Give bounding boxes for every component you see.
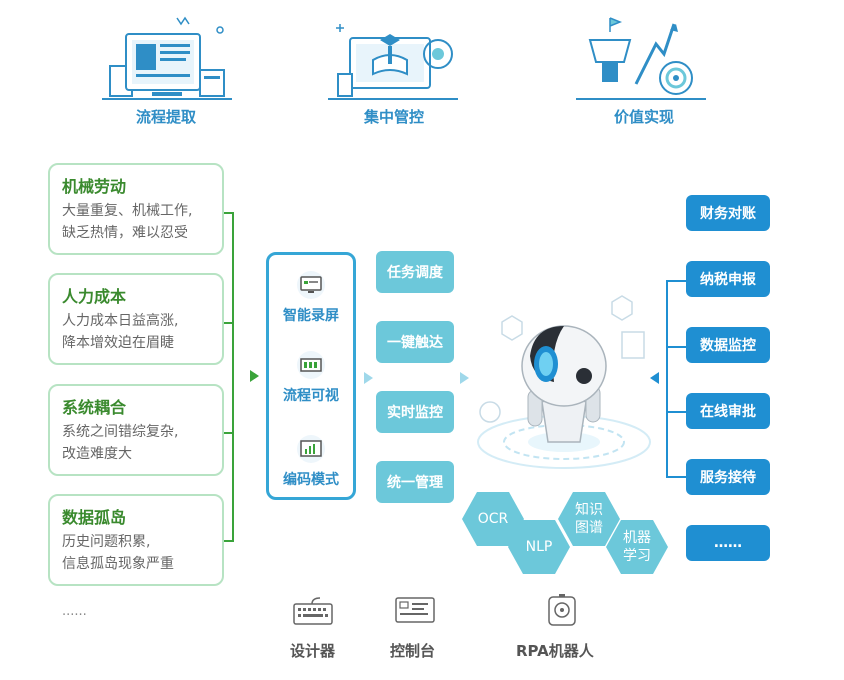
- screen-record-icon: [297, 271, 325, 299]
- pain-card-line: 历史问题积累,: [62, 534, 151, 550]
- pain-card-coupling: 系统耦合 系统之间错综复杂, 改造难度大: [48, 384, 224, 476]
- pain-card-labor-cost: 人力成本 人力成本日益高涨, 降本增效迫在眉睫: [48, 273, 224, 365]
- arrow-right-light-icon: [364, 372, 373, 384]
- task-bracket-vertical: [666, 280, 668, 478]
- tool-label: 流程可视: [283, 388, 339, 404]
- monitor-graduation-icon: [318, 14, 468, 104]
- pain-card-line: 大量重复、机械工作,: [62, 203, 193, 219]
- trophy-target-icon: [566, 14, 716, 104]
- pain-card-title: 系统耦合: [62, 398, 127, 417]
- robot-icon: [472, 282, 658, 482]
- function-one-click[interactable]: 一键触达: [376, 321, 454, 363]
- pain-card-line: 人力成本日益高涨,: [62, 313, 179, 329]
- task-bracket-tick: [666, 280, 686, 282]
- hexagon-label: 图谱: [575, 520, 603, 536]
- code-chart-icon: [297, 435, 325, 463]
- tool-label: 智能录屏: [283, 308, 339, 324]
- pain-card-title: 人力成本: [62, 287, 127, 306]
- function-task-schedule[interactable]: 任务调度: [376, 251, 454, 293]
- hexagon-label: NLP: [525, 539, 553, 555]
- pain-card-title: 机械劳动: [62, 177, 127, 196]
- flow-visual-icon: [297, 351, 325, 379]
- hexagon-label: 机器: [623, 530, 651, 546]
- stage-label-extract: 流程提取: [135, 108, 196, 126]
- tool-item[interactable]: 智能录屏: [269, 271, 353, 325]
- tool-item[interactable]: 流程可视: [269, 351, 353, 405]
- task-bracket-tick: [666, 346, 686, 348]
- task-bracket-tick: [666, 411, 686, 413]
- task-tax-declaration[interactable]: 纳税申报: [686, 261, 770, 297]
- stage-label-value: 价值实现: [613, 108, 674, 126]
- arrow-right-green-icon: [250, 370, 259, 382]
- task-more[interactable]: ……: [686, 525, 770, 561]
- pain-card-line: 降本增效迫在眉睫: [62, 335, 174, 351]
- stage-label-control: 集中管控: [363, 108, 424, 126]
- function-unified-manage[interactable]: 统一管理: [376, 461, 454, 503]
- pain-card-data-island: 数据孤岛 历史问题积累, 信息孤岛现象严重: [48, 494, 224, 586]
- arrow-left-blue-icon: [650, 372, 659, 384]
- bracket-tick: [224, 432, 234, 434]
- task-service-reception[interactable]: 服务接待: [686, 459, 770, 495]
- function-realtime-monitor[interactable]: 实时监控: [376, 391, 454, 433]
- hexagon-label: OCR: [477, 511, 509, 527]
- arrow-right-light-icon: [460, 372, 469, 384]
- pain-card-line: 系统之间错综复杂,: [62, 424, 179, 440]
- hexagon-label: 学习: [623, 548, 651, 564]
- bracket-tick: [224, 212, 234, 214]
- pain-card-title: 数据孤岛: [62, 508, 127, 527]
- pain-more-ellipsis: ......: [62, 604, 87, 619]
- component-designer-label: 设计器: [290, 642, 336, 660]
- robot-device-icon: [546, 594, 578, 632]
- component-console-label: 控制台: [390, 642, 436, 660]
- task-data-monitor[interactable]: 数据监控: [686, 327, 770, 363]
- hexagon-label: 知识: [575, 502, 603, 518]
- task-financial-reconcile[interactable]: 财务对账: [686, 195, 770, 231]
- keyboard-icon: [292, 596, 334, 630]
- tool-label: 编码模式: [283, 472, 339, 488]
- tool-item[interactable]: 编码模式: [269, 435, 353, 489]
- tool-panel: 智能录屏 流程可视 编码模式: [266, 252, 356, 500]
- component-rpa-robot-label: RPA机器人: [516, 642, 594, 660]
- pain-card-line: 改造难度大: [62, 446, 132, 462]
- bracket-vertical: [232, 212, 234, 542]
- pain-card-line: 缺乏热情，难以忍受: [62, 225, 188, 241]
- console-icon: [394, 596, 436, 630]
- document-screen-icon: [92, 14, 242, 104]
- pain-card-mechanical: 机械劳动 大量重复、机械工作, 缺乏热情，难以忍受: [48, 163, 224, 255]
- task-online-approval[interactable]: 在线审批: [686, 393, 770, 429]
- pain-card-line: 信息孤岛现象严重: [62, 556, 174, 572]
- bracket-tick: [224, 322, 234, 324]
- task-bracket-tick: [666, 476, 686, 478]
- bracket-tick: [224, 540, 234, 542]
